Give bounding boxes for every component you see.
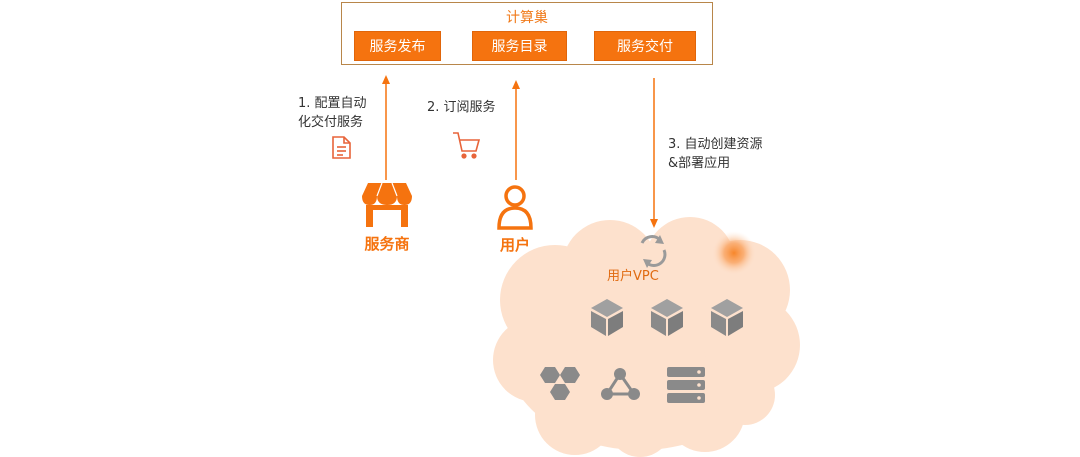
- platform-title: 计算巢: [506, 10, 548, 26]
- step3-line2: &部署应用: [668, 156, 731, 171]
- cube-icon: [591, 299, 623, 336]
- step3-line1: 3. 自动创建资源: [668, 137, 763, 152]
- step1-line1: 1. 配置自动: [298, 96, 367, 111]
- cube-icon: [711, 299, 743, 336]
- step2-label: 2. 订阅服务: [427, 100, 496, 115]
- service-delivery-button[interactable]: 服务交付: [594, 31, 696, 61]
- vpc-label: 用户VPC: [607, 269, 659, 284]
- provider-label: 服务商: [364, 235, 410, 253]
- glow-dot: [712, 231, 756, 275]
- refresh-icon: [640, 235, 667, 268]
- step3-label: 3. 自动创建资源 &部署应用: [668, 135, 763, 173]
- user-label: 用户: [499, 236, 530, 254]
- platform-box: 计算巢 服务发布 服务目录 服务交付: [341, 2, 713, 65]
- document-icon: [332, 136, 351, 159]
- arrow-deploy: [650, 78, 658, 228]
- store-icon: [362, 182, 412, 227]
- arrow-configure: [382, 75, 390, 180]
- cart-icon: [453, 132, 481, 159]
- step1-label: 1. 配置自动 化交付服务: [298, 94, 367, 132]
- cloud-shape: [493, 217, 800, 457]
- step1-line2: 化交付服务: [298, 115, 364, 130]
- network-icon: [601, 368, 640, 400]
- service-catalog-button[interactable]: 服务目录: [472, 31, 567, 61]
- hexagon-cluster-icon: [540, 367, 580, 400]
- server-stack-icon: [667, 367, 705, 403]
- user-icon: [497, 185, 533, 230]
- service-publish-button[interactable]: 服务发布: [354, 31, 441, 61]
- cube-icon: [651, 299, 683, 336]
- arrow-subscribe: [512, 80, 520, 180]
